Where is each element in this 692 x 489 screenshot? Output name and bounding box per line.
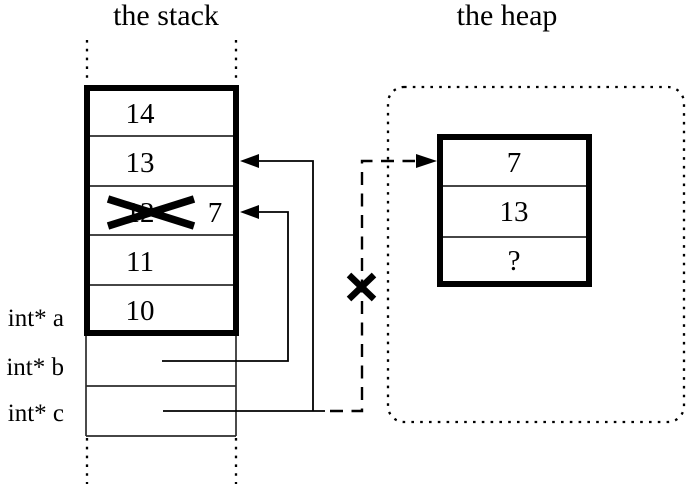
heap-cell-value: ? xyxy=(508,245,521,277)
pointer-b-arrow xyxy=(162,205,289,362)
heap-region: 7 13 ? xyxy=(386,85,686,424)
arrowhead xyxy=(240,205,259,219)
arrowhead xyxy=(416,154,437,168)
pointer-label-b: int* b xyxy=(6,354,64,381)
heap-cell-value: 13 xyxy=(500,196,529,228)
pointer-b-line xyxy=(162,211,289,362)
x-stroke xyxy=(346,272,377,302)
stack-cell-value: 14 xyxy=(126,98,156,130)
stack-column-guides xyxy=(85,40,238,484)
stack-frame xyxy=(84,85,239,336)
heap-cell-value: 7 xyxy=(507,147,522,179)
dashed-pointer-line xyxy=(330,159,415,413)
heap-title: the heap xyxy=(457,0,558,32)
arrowhead xyxy=(240,154,259,168)
stack-cell-new-value: 7 xyxy=(208,197,223,229)
pointer-c-line xyxy=(259,160,314,411)
stack-block: 14 13 12 7 11 10 xyxy=(84,85,239,336)
pointer-labels: int* a int* b int* c xyxy=(6,305,64,427)
heap-region-boundary xyxy=(386,85,686,424)
stack-cell-value: 13 xyxy=(126,147,155,179)
stack-cell-value: 11 xyxy=(126,246,154,278)
dangling-pointer-dashed-arrow xyxy=(330,154,437,413)
x-stroke xyxy=(106,195,196,230)
strikethrough-x-mark xyxy=(106,195,196,230)
pointer-label-c: int* c xyxy=(8,400,64,427)
heap-block-frame xyxy=(437,134,592,287)
pointer-c-arrow xyxy=(163,154,325,412)
stack-pointer-cells xyxy=(85,336,237,437)
invalid-pointer-x-mark xyxy=(346,272,377,302)
stack-cell-value: 10 xyxy=(126,295,155,327)
pointer-label-a: int* a xyxy=(8,305,64,332)
stack-title: the stack xyxy=(113,0,219,32)
